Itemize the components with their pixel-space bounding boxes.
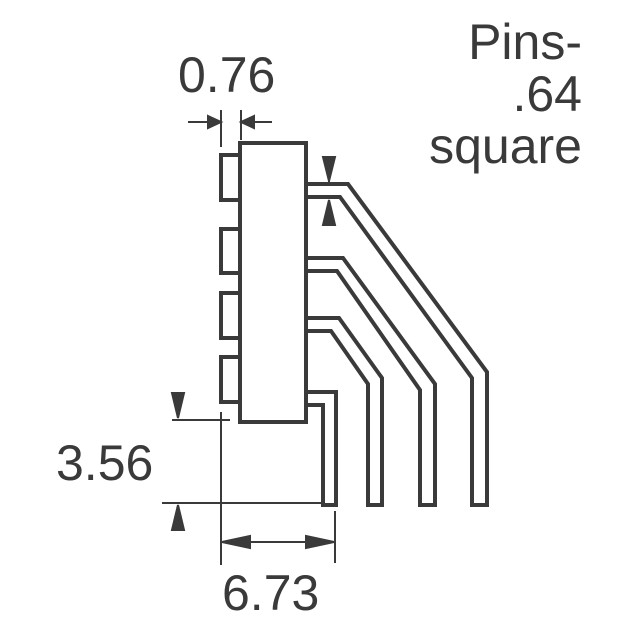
left-tab-3 (219, 291, 240, 340)
arrow-right-icon (305, 534, 335, 550)
note-line-1: Pins- (468, 14, 582, 70)
arrow-left-icon (238, 114, 255, 130)
left-tab-2 (219, 227, 240, 275)
pin-spec-note: Pins- .64 square (429, 16, 582, 172)
arrow-up-icon (321, 199, 337, 226)
left-tab-4 (219, 355, 240, 404)
arrow-down-icon (170, 392, 186, 419)
connector-body (238, 141, 308, 424)
lead-4 (306, 390, 338, 507)
note-line-2: .64 (512, 66, 582, 122)
arrow-up-icon (170, 504, 186, 531)
dim-label-356: 3.56 (56, 435, 154, 491)
arrow-right-icon (207, 114, 224, 130)
lead-3 (306, 316, 384, 507)
lead-1 (306, 182, 489, 507)
lead-2 (306, 256, 437, 507)
dim-label-673: 6.73 (222, 565, 320, 621)
note-line-3: square (429, 118, 582, 174)
dim-label-076: 0.76 (178, 47, 276, 103)
left-tab-1 (219, 153, 240, 202)
arrow-left-icon (221, 534, 251, 550)
